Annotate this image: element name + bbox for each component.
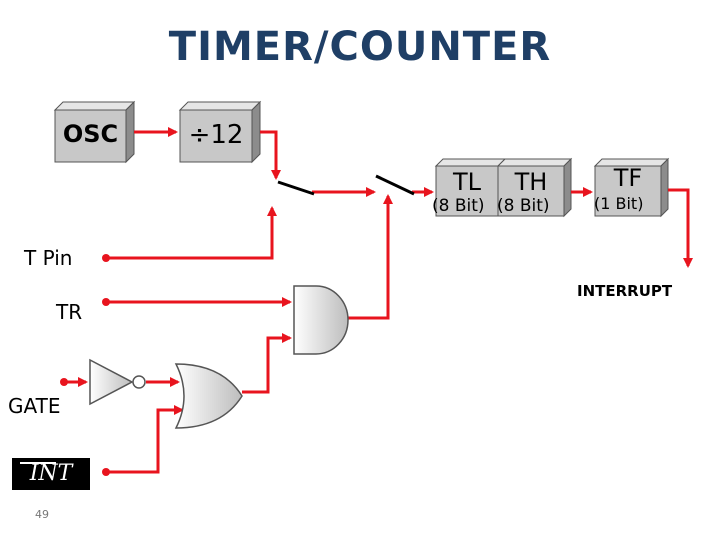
page-title: TIMER/COUNTER: [168, 24, 552, 70]
tf-bits-label: (1 Bit): [594, 194, 644, 213]
intpin-wire: [106, 405, 184, 474]
tpin-dot: [102, 254, 110, 262]
wires: [64, 127, 693, 474]
and-gate: [293, 285, 349, 355]
or-gate: [174, 363, 243, 429]
switch-1: [277, 180, 315, 196]
gate-label: GATE: [8, 394, 61, 418]
th-label: TH: [514, 168, 548, 196]
div-output-wire: [260, 130, 281, 180]
or-output-wire: [242, 333, 292, 394]
tf-label: TF: [613, 164, 643, 192]
overline-bar: [20, 462, 56, 464]
tr-label: TR: [56, 300, 83, 324]
intpin-dot: [102, 468, 110, 476]
int-pin-label: INT PIN: [12, 458, 90, 518]
slide-number: 49: [35, 508, 49, 521]
interrupt-label: INTERRUPT: [577, 282, 673, 300]
osc-label: OSC: [62, 120, 119, 148]
not-gate: [89, 358, 146, 406]
switch-2: [375, 174, 415, 196]
and-output-wire: [348, 194, 393, 320]
tf-box: [593, 157, 670, 218]
divider-box: [178, 100, 262, 164]
div12-label: ÷12: [188, 120, 244, 150]
th-bits-label: (8 Bit): [497, 196, 550, 216]
tr-dot: [102, 298, 110, 306]
gate-dot: [60, 378, 68, 386]
th-box: [496, 157, 573, 218]
tpin-wire: [106, 206, 277, 260]
tl-label: TL: [452, 168, 482, 196]
tf-to-interrupt-wire: [668, 188, 693, 268]
osc-box: [53, 100, 136, 164]
tl-bits-label: (8 Bit): [432, 196, 485, 216]
tpin-label: T Pin: [24, 246, 73, 270]
